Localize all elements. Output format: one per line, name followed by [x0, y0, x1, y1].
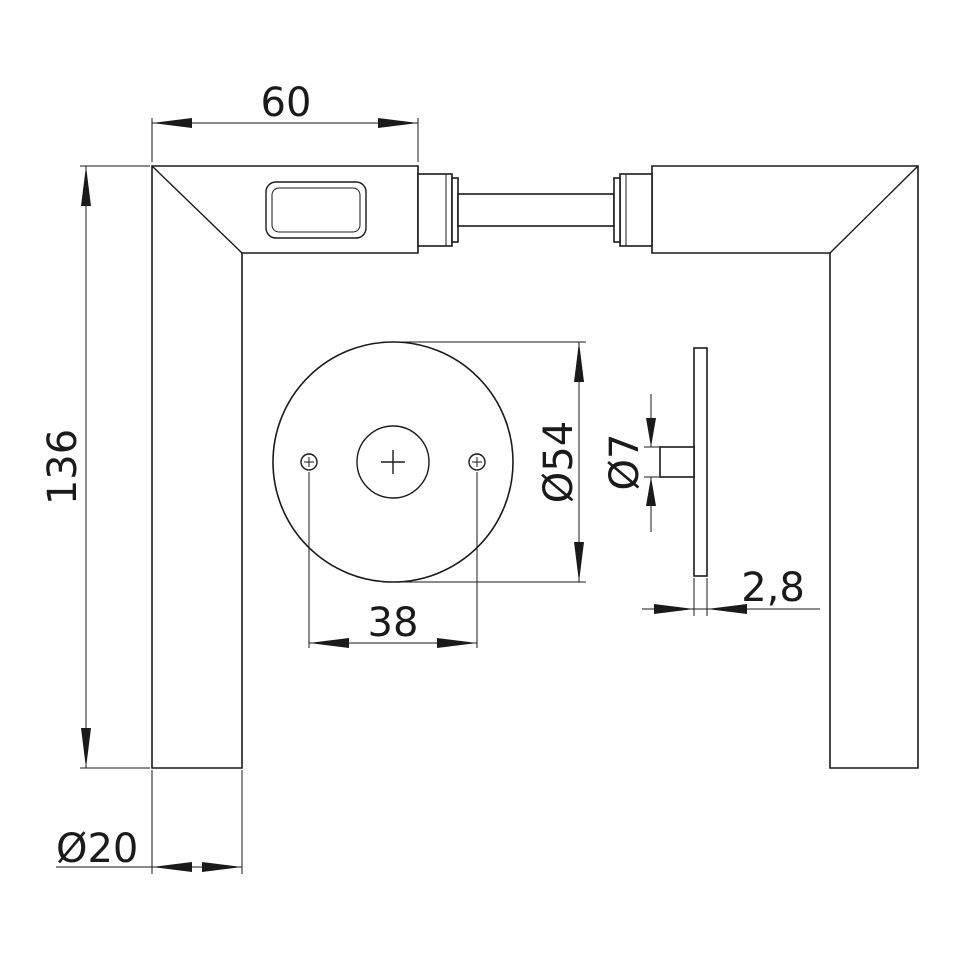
spindle-stub — [659, 446, 695, 478]
right-collar — [619, 173, 653, 247]
left-screw-hole — [300, 453, 318, 471]
dimension-width-top: 60 — [151, 80, 419, 162]
right-screw-hole — [468, 453, 486, 471]
left-collar — [417, 173, 453, 247]
dimension-bar-diameter-label: Ø20 — [56, 826, 138, 872]
dimension-rose-diameter: Ø54 — [393, 341, 586, 583]
spindle-hole — [356, 425, 430, 499]
dimension-width-label: 60 — [261, 80, 312, 126]
dimension-spindle-diameter-label: Ø7 — [602, 434, 648, 491]
dimension-screw-spacing-label: 38 — [368, 600, 419, 646]
grip-slot — [265, 181, 367, 239]
spindle — [457, 193, 615, 227]
dimension-spindle-diameter: Ø7 — [602, 394, 660, 532]
left-lever-handle — [151, 165, 459, 769]
dimension-rose-thickness-label: 2,8 — [741, 565, 805, 611]
dimension-bar-diameter: Ø20 — [56, 770, 243, 874]
right-lever-handle — [613, 165, 919, 769]
dimension-screw-spacing: 38 — [308, 472, 478, 648]
dimension-height-left: 136 — [40, 165, 150, 769]
dimension-height-label: 136 — [40, 429, 86, 505]
dimension-rose-thickness: 2,8 — [642, 565, 820, 616]
dimension-rose-diameter-label: Ø54 — [536, 421, 582, 503]
rose-side-view — [659, 347, 708, 577]
